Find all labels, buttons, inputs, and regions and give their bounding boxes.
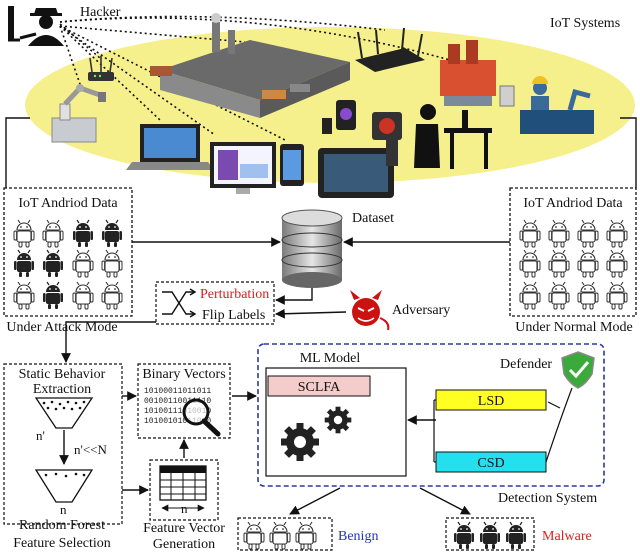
camera-icon: [372, 112, 402, 166]
attack-box-caption: Under Attack Mode: [6, 320, 117, 335]
power-plant-icon: [440, 40, 515, 107]
binary-row-3: 10100111010010: [144, 407, 211, 416]
table-icon: [159, 465, 207, 501]
wifi-router-icon: [355, 27, 425, 72]
attack-box-title: IoT Andriod Data: [18, 196, 118, 211]
adversary-label: Adversary: [392, 303, 450, 318]
fvg-n-label: n: [181, 501, 188, 516]
shield-check-icon: [561, 351, 595, 389]
technician-icon: [414, 104, 492, 169]
static-behavior-label: Static Behavior: [19, 367, 106, 382]
hacker-label: Hacker: [80, 5, 121, 20]
flip-labels-label: Flip Labels: [202, 308, 265, 323]
extraction-label: Extraction: [33, 382, 91, 397]
dataset-label: Dataset: [352, 211, 394, 226]
worker-icon: [520, 76, 594, 134]
arrow-poison-to-extraction: [61, 321, 156, 363]
normal-box-title: IoT Andriod Data: [523, 196, 623, 211]
binary-vectors-label: Binary Vectors: [142, 367, 225, 382]
binary-row-2: 00100110011110: [144, 397, 211, 406]
magnifier-icon: [182, 398, 221, 437]
laptop-icon: [126, 124, 214, 170]
defender-label: Defender: [500, 357, 552, 372]
right-connector: [620, 117, 637, 188]
sensor-icon: [322, 100, 356, 134]
sclfa-label: SCLFA: [298, 380, 341, 395]
lsd-label: LSD: [478, 394, 504, 409]
binary-vectors-box: [137, 363, 231, 439]
hacker-icon: [8, 6, 64, 46]
router-icon: [88, 56, 114, 81]
devil-icon: [350, 290, 390, 331]
tablet-icon: [318, 148, 394, 198]
feature-selection-box: [3, 363, 123, 525]
csd-label: CSD: [477, 456, 504, 471]
funnel-icon-top: [34, 397, 94, 429]
perturbation-label: Perturbation: [200, 287, 269, 302]
detection-system-label: Detection System: [498, 491, 597, 506]
malware-label: Malware: [542, 529, 592, 544]
arrow-adversary-to-poison: [275, 308, 347, 319]
shuffle-icon: [162, 288, 197, 318]
feature-vector-label: Feature Vector: [143, 521, 225, 536]
binary-row-1: 10100011011011: [144, 387, 211, 396]
defender-link: [545, 387, 573, 463]
factory-icon: [150, 13, 350, 118]
random-forest-label: Random Forest: [19, 518, 105, 533]
database-icon: [281, 209, 343, 288]
funnel-icon-bottom: [34, 469, 94, 503]
n-label: n: [60, 502, 67, 517]
benign-label: Benign: [338, 529, 378, 544]
robot-arm-icon: [51, 84, 106, 143]
normal-box-caption: Under Normal Mode: [515, 320, 632, 335]
desktop-icon: [210, 142, 276, 194]
sclfa-box: [267, 375, 371, 397]
ml-model-label: ML Model: [300, 351, 361, 366]
arrow-dataset-to-poison: [275, 288, 313, 305]
arrow-to-benign: [289, 487, 341, 515]
n-prime-label: n': [36, 428, 45, 443]
n-condition-label: n'<<N: [74, 442, 108, 457]
poison-box: [155, 281, 275, 325]
phone-icon: [280, 144, 304, 186]
binary-row-4: 10100101011010: [144, 417, 211, 426]
generation-label: Generation: [153, 537, 215, 552]
arrow-to-malware: [419, 487, 471, 515]
iot-systems-label: IoT Systems: [550, 16, 620, 31]
left-connector: [5, 117, 30, 188]
feature-selection-label: Feature Selection: [13, 536, 111, 551]
